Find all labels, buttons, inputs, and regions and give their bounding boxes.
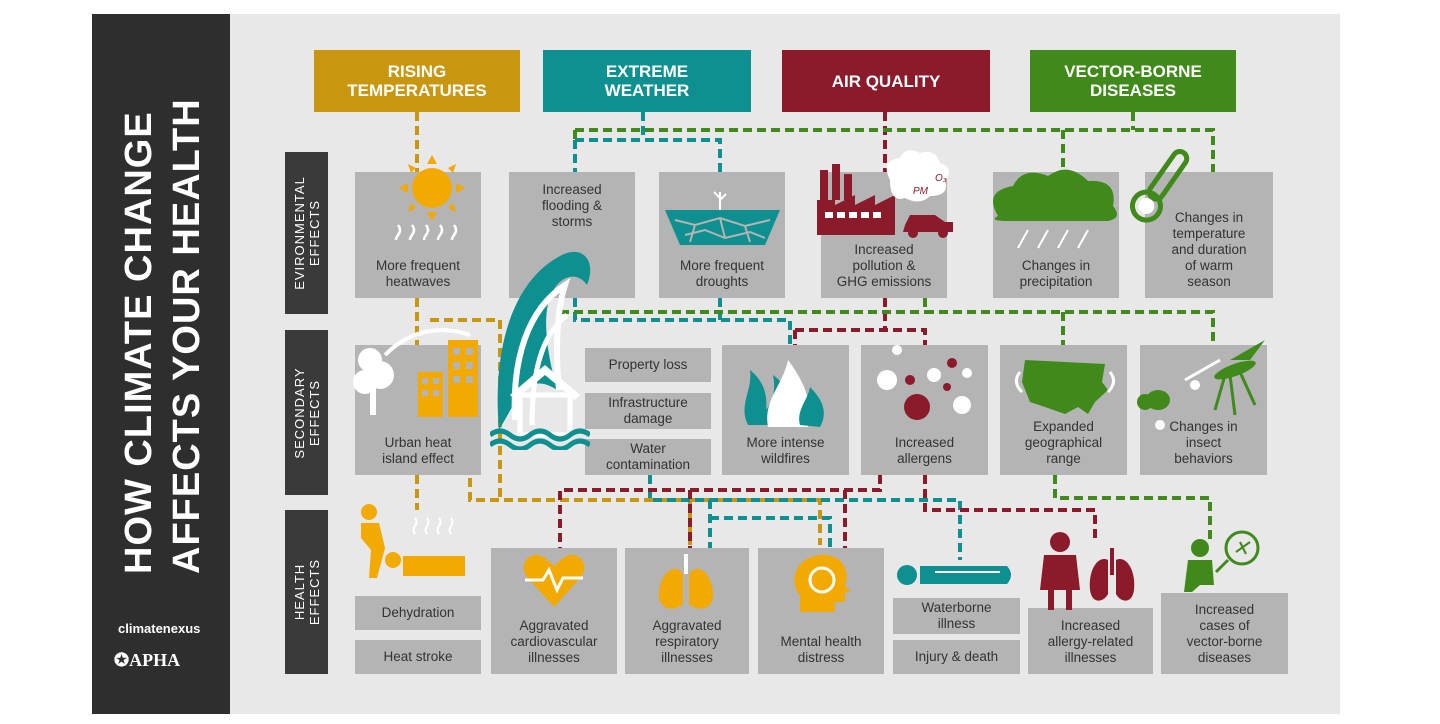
us-map-icon [1015, 360, 1115, 414]
cracked-earth-icon [665, 191, 780, 245]
env-heatwaves: More frequent heatwaves [355, 172, 481, 298]
factory-car-icon [817, 150, 953, 238]
sec-infrastructure-damage: Infrastructure damage [585, 393, 711, 429]
climatenexus-logo: climatenexus [118, 621, 201, 636]
thermometer-icon [1129, 149, 1190, 223]
lungs-icon [658, 554, 714, 609]
title-sidebar [92, 14, 230, 714]
insects-icon [1137, 340, 1265, 430]
pm-label: PM [913, 186, 928, 197]
rain-cloud-icon [993, 169, 1117, 249]
sec-water-contamination: Water contamination [585, 439, 711, 475]
health-waterborne: Waterborne illness [893, 598, 1020, 634]
sec-property-loss: Property loss [585, 348, 711, 382]
env-flooding-storms: Increased flooding & storms [509, 172, 635, 298]
ozone-label: O₃ [935, 173, 947, 184]
head-brain-icon [794, 554, 850, 612]
heat-exhaustion-people-icon [361, 504, 465, 578]
category-rising-temperatures: RISING TEMPERATURES [314, 50, 520, 112]
health-dehydration: Dehydration [355, 596, 481, 630]
lying-person-icon [897, 565, 1011, 585]
wildfire-icon [744, 360, 824, 427]
category-extreme-weather: EXTREME WEATHER [543, 50, 751, 112]
person-mosquito-icon [1184, 530, 1260, 592]
apha-logo: ✪APHA [114, 650, 181, 670]
row-label-environmental: EVIRONMENTAL EFFECTS [285, 152, 328, 314]
category-vector-borne: VECTOR-BORNE DISEASES [1030, 50, 1236, 112]
person-lungs-icon [1040, 532, 1135, 610]
category-air-quality: AIR QUALITY [782, 50, 990, 112]
heart-icon [523, 554, 585, 607]
sun-icon [394, 155, 465, 240]
health-vector-cases: Increased cases of vector-borne diseases [1161, 593, 1288, 674]
health-allergy-illnesses: Increased allergy-related illnesses [1028, 608, 1153, 674]
flooded-house-icon [490, 365, 590, 450]
row-label-health: HEALTH EFFECTS [285, 510, 328, 674]
city-buildings-icon [353, 328, 478, 417]
allergen-particles-icon [877, 345, 972, 420]
row-label-secondary: SECONDARY EFFECTS [285, 330, 328, 495]
tidal-wave-icon [497, 251, 591, 430]
health-injury-death: Injury & death [893, 640, 1020, 674]
health-heat-stroke: Heat stroke [355, 640, 481, 674]
